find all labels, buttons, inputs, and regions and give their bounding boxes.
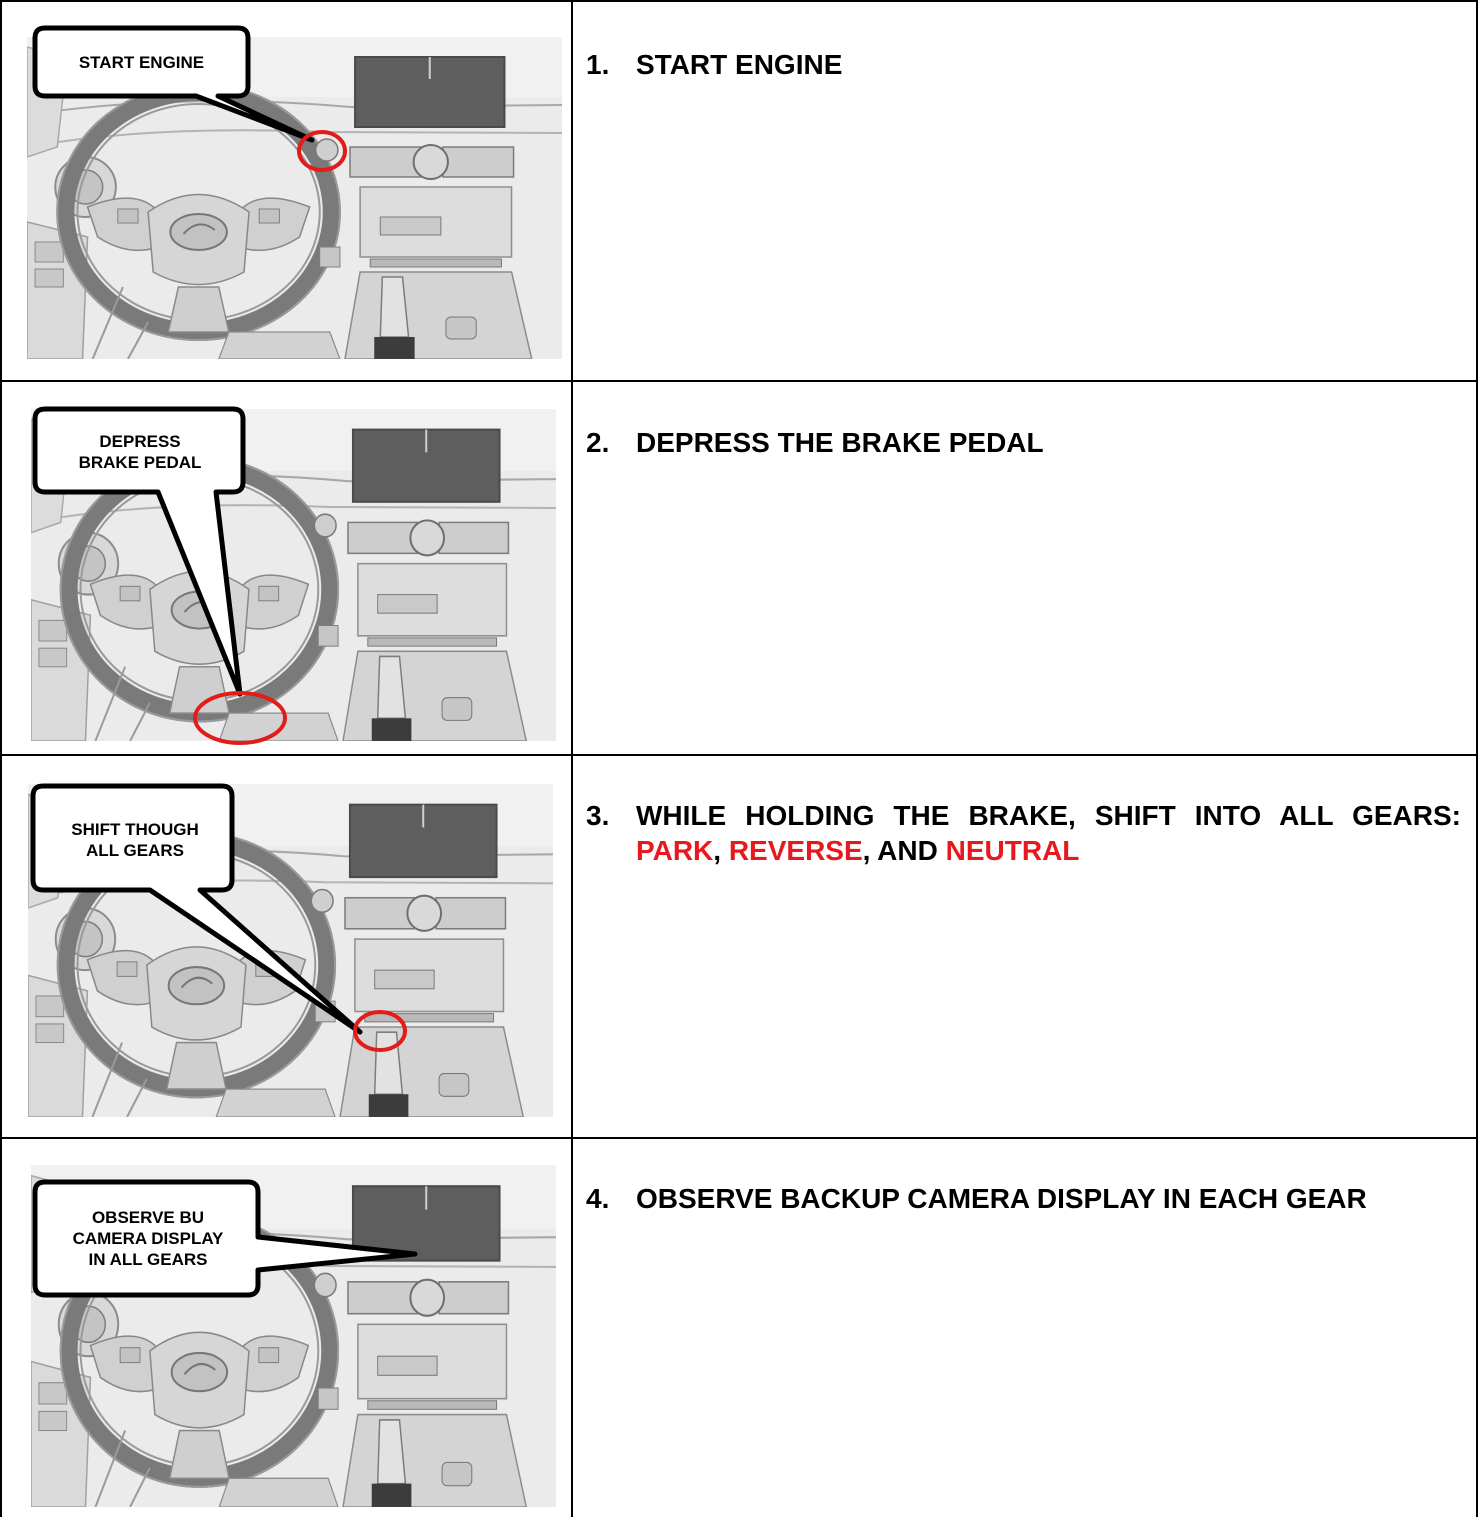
table-row-divider [0, 1137, 1478, 1139]
step-text: START ENGINE [636, 47, 1461, 82]
step-number: 3. [586, 798, 609, 833]
table-border-left [0, 0, 2, 1517]
table-row-divider [0, 380, 1478, 382]
step-text-part: WHILE HOLDING THE BRAKE, SHIFT INTO ALL … [636, 800, 1461, 831]
step-text-part: , AND [863, 835, 946, 866]
step-number: 4. [586, 1181, 609, 1216]
table-border-top [0, 0, 1478, 2]
gear-neutral: NEUTRAL [946, 835, 1080, 866]
callout-label: DEPRESS BRAKE PEDAL [70, 420, 210, 484]
step-text-part: , [713, 835, 729, 866]
gear-reverse: REVERSE [729, 835, 863, 866]
gear-park: PARK [636, 835, 713, 866]
step-number: 2. [586, 425, 609, 460]
callout-label: OBSERVE BU CAMERA DISPLAY IN ALL GEARS [62, 1186, 234, 1290]
step-text: DEPRESS THE BRAKE PEDAL [636, 425, 1461, 460]
callout-label: SHIFT THOUGH ALL GEARS [60, 800, 210, 880]
callout-label: START ENGINE [38, 31, 245, 93]
step-number: 1. [586, 47, 609, 82]
table-row-divider [0, 754, 1478, 756]
step-text: WHILE HOLDING THE BRAKE, SHIFT INTO ALL … [636, 798, 1461, 868]
step-text: OBSERVE BACKUP CAMERA DISPLAY IN EACH GE… [636, 1181, 1461, 1216]
table-column-divider [571, 0, 573, 1517]
